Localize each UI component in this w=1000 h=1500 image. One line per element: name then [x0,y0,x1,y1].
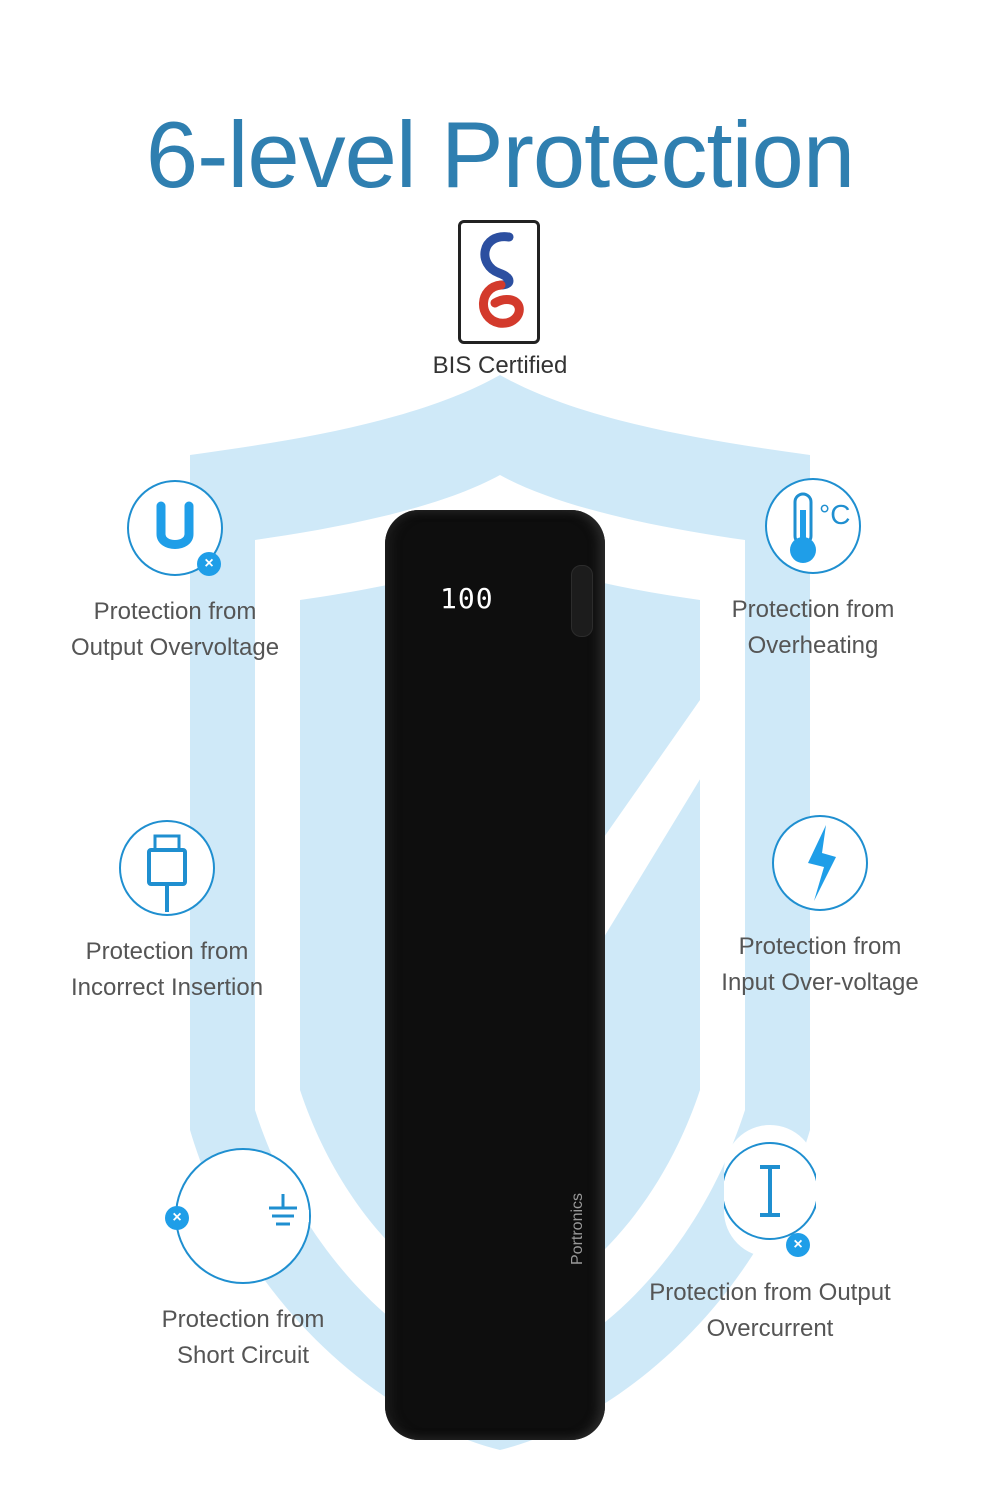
feature-label-line1: Protection from [85,938,249,965]
feature-icon-circle [119,820,215,916]
feature-icon-circle: × [721,1125,819,1257]
feature-output-overvoltage: × Protection from Output Overvoltage [50,480,300,666]
thermometer-celsius-icon: °C [790,492,850,563]
bis-certification-logo [458,220,540,344]
feature-label-line2: Input Over-voltage [721,969,919,996]
power-bank-device: 100 Portronics [385,510,605,1440]
battery-level-display: 100 [440,582,494,615]
celsius-unit-label: °C [819,499,850,530]
feature-label-line1: Protection from [161,1306,325,1333]
feature-icon-circle: °C [765,478,861,574]
brand-logo-text: Portronics [569,1192,586,1265]
feature-label-line1: Protection from [93,598,257,625]
feature-label-line1: Protection from [738,933,902,960]
feature-input-overvoltage: Protection from Input Over-voltage [695,815,945,1001]
feature-icon-circle [772,815,868,911]
feature-label-line2: Short Circuit [176,1342,310,1369]
feature-label-line2: Overcurrent [706,1315,834,1342]
page-title: 6-level Protection [145,101,855,207]
feature-incorrect-insertion: Protection from Incorrect Insertion [42,820,292,1006]
feature-label-line1: Protection from Output [649,1279,891,1306]
usb-plug-icon [147,834,187,912]
feature-short-circuit: × Protection from Short Circuit [118,1148,368,1374]
feature-label-line2: Overheating [747,632,879,659]
feature-label-line2: Output Overvoltage [70,634,280,661]
x-badge-icon: × [786,1233,810,1257]
bis-certified-label: BIS Certified [432,352,568,379]
feature-label-line2: Incorrect Insertion [70,974,264,1001]
x-badge-icon: × [197,552,221,576]
feature-overheating: °C Protection from Overheating [688,478,938,664]
feature-icon-circle: × [127,480,223,576]
x-badge-icon: × [165,1206,189,1230]
feature-label-line1: Protection from [731,596,895,623]
ground-x-icon [177,1194,309,1226]
feature-icon-circle: × [165,1148,311,1284]
lightning-bolt-icon [808,825,836,901]
feature-output-overcurrent: × Protection from Output Overcurrent [645,1125,895,1347]
bis-mark-icon [479,232,524,328]
voltage-u-icon [156,501,194,549]
power-button [571,565,593,637]
